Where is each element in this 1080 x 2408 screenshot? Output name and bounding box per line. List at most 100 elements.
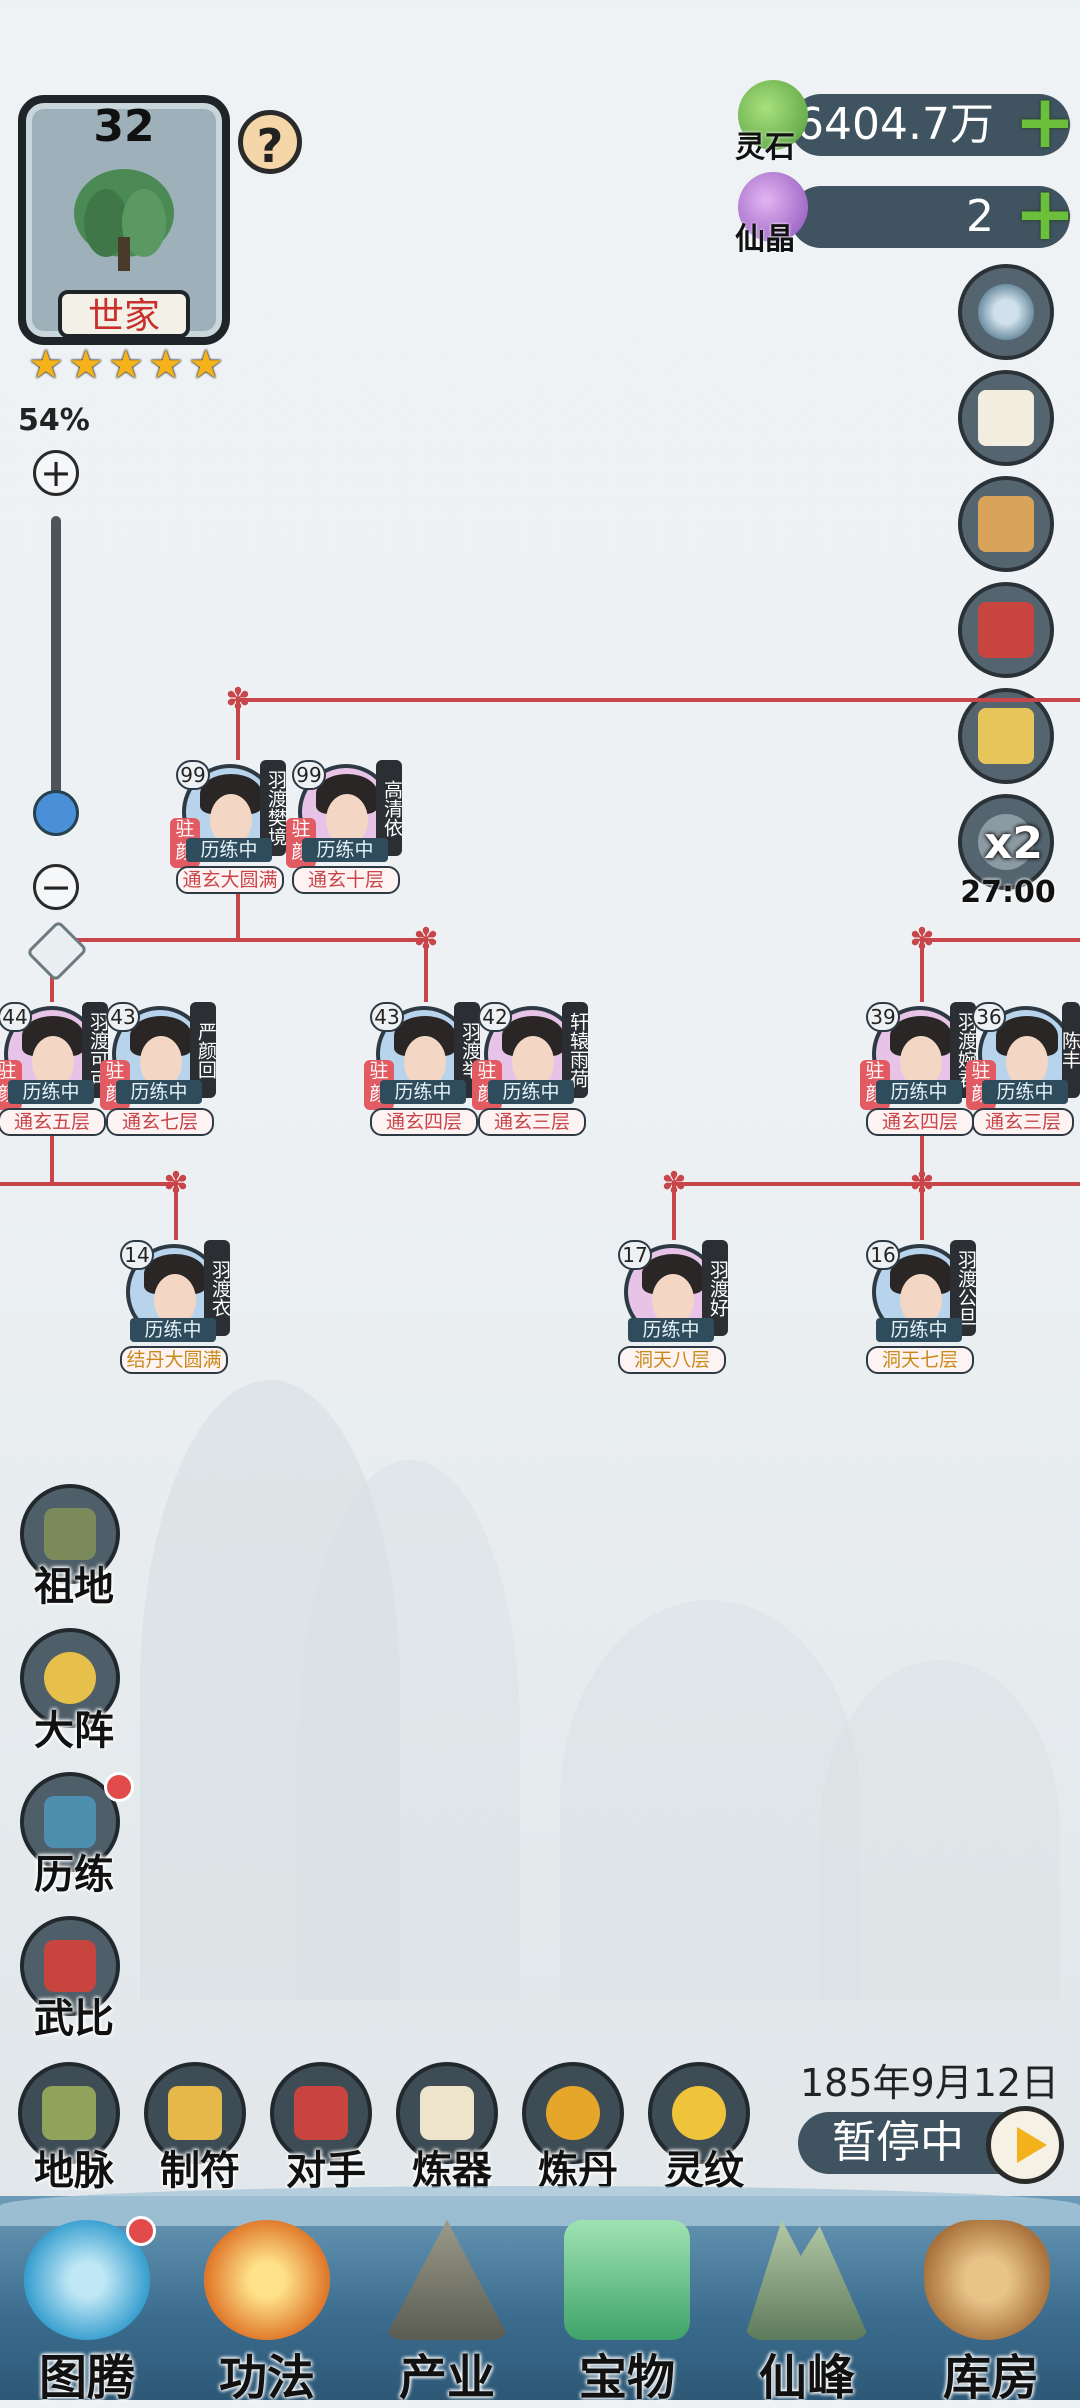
nav-industry[interactable]: 产业	[362, 2200, 532, 2406]
family-member-card[interactable]: 39 羽渡婉君 驻颜 历练中 通玄四层	[860, 1002, 977, 1142]
family-member-card[interactable]: 99 高清依 驻颜 历练中 通玄十层	[286, 760, 403, 900]
rival-button[interactable]: 对手	[270, 2062, 382, 2194]
tree-line	[236, 884, 240, 940]
ancestral-land-button[interactable]: 祖地	[20, 1484, 128, 1610]
member-status: 历练中	[116, 1080, 202, 1104]
help-button[interactable]: ?	[238, 110, 302, 174]
family-stars: ★ ★ ★ ★ ★	[28, 342, 226, 388]
crystal-label: 仙晶	[735, 222, 795, 257]
add-spirit-stone-button[interactable]: +	[1014, 79, 1077, 165]
crystal-value: 2	[966, 191, 994, 242]
member-status: 历练中	[628, 1318, 714, 1342]
talisman-button[interactable]: 制符	[144, 2062, 256, 2194]
scroll-icon	[978, 496, 1034, 552]
ley-line-button[interactable]: 地脉	[18, 2062, 130, 2194]
zoom-slider-thumb[interactable]	[33, 790, 79, 836]
add-crystal-button[interactable]: +	[1014, 171, 1077, 257]
play-button[interactable]	[986, 2106, 1064, 2184]
family-member-card[interactable]: 44 羽渡可可 驻颜 历练中 通玄五层	[0, 1002, 109, 1142]
zoom-slider-track[interactable]	[51, 516, 61, 836]
knot-icon: ✽	[225, 682, 251, 717]
ranking-button[interactable]	[958, 688, 1054, 784]
member-realm: 通玄大圆满	[176, 866, 284, 894]
zoom-out-button[interactable]: −	[33, 864, 79, 910]
letters-button[interactable]	[958, 370, 1054, 466]
member-realm: 通玄四层	[866, 1108, 974, 1136]
tree-line	[920, 938, 924, 1002]
locate-marker-icon[interactable]	[25, 919, 89, 983]
jade-artifact-icon	[564, 2220, 690, 2340]
mountain-hall-icon	[384, 2220, 510, 2340]
banner-icon	[978, 708, 1034, 764]
member-status: 历练中	[130, 1318, 216, 1342]
willow-tree-icon	[74, 169, 174, 271]
family-member-card[interactable]: 43 严颜回 驻颜 历练中 通玄七层	[100, 1002, 217, 1142]
member-name: 陈丰	[1059, 1002, 1080, 1098]
immortal-peak-icon	[744, 2220, 870, 2340]
speed-button[interactable]: x2	[958, 794, 1054, 890]
tree-line	[50, 938, 426, 942]
ley-line-label: 地脉	[34, 2148, 114, 2194]
bottom-nav	[0, 2196, 1080, 2400]
gate-icon	[20, 1772, 120, 1872]
formation-button[interactable]: 大阵	[20, 1628, 128, 1754]
member-level: 17	[618, 1240, 652, 1270]
tree-line	[672, 1182, 676, 1240]
knot-icon: ✽	[909, 922, 935, 957]
nav-storage[interactable]: 库房	[902, 2200, 1080, 2406]
family-crest[interactable]: 32 世家	[18, 95, 230, 345]
game-date: 185年9月12日	[800, 2061, 1060, 2105]
member-status: 历练中	[302, 838, 388, 862]
member-status: 历练中	[8, 1080, 94, 1104]
member-realm: 结丹大圆满	[120, 1346, 228, 1374]
member-status: 历练中	[186, 838, 272, 862]
nav-peak[interactable]: 仙峰	[722, 2200, 892, 2406]
spirit-pattern-button[interactable]: 灵纹	[648, 2062, 760, 2194]
training-button[interactable]: 历练	[20, 1772, 134, 1898]
rival-gate-icon	[270, 2062, 372, 2164]
forge-button[interactable]: 炼器	[396, 2062, 508, 2194]
formation-label: 大阵	[34, 1708, 114, 1754]
member-status: 历练中	[982, 1080, 1068, 1104]
gear-icon	[978, 284, 1034, 340]
knot-icon: ✽	[909, 1166, 935, 1201]
yin-yang-icon	[20, 1628, 120, 1728]
nav-skills[interactable]: 功法	[182, 2200, 352, 2406]
settings-button[interactable]	[958, 264, 1054, 360]
speed-clock-icon	[978, 814, 1034, 870]
alchemy-button[interactable]: 炼丹	[522, 2062, 634, 2194]
member-level: 44	[0, 1002, 32, 1032]
family-member-card[interactable]: 17 羽渡好 历练中 洞天八层	[618, 1240, 729, 1380]
nav-treasure[interactable]: 宝物	[542, 2200, 712, 2406]
zoom-in-button[interactable]: +	[33, 450, 79, 496]
knot-icon: ✽	[163, 1166, 189, 1201]
nav-totem[interactable]: 图腾	[2, 2200, 172, 2406]
family-member-card[interactable]: 43 羽渡举 驻颜 历练中 通玄四层	[364, 1002, 481, 1142]
tree-line	[920, 938, 1080, 942]
member-level: 99	[292, 760, 326, 790]
book-button[interactable]	[958, 582, 1054, 678]
family-member-card[interactable]: 99 羽渡樊境 驻颜 历练中 通玄大圆满	[170, 760, 287, 900]
tree-line	[236, 698, 240, 760]
member-realm: 洞天七层	[866, 1346, 974, 1374]
member-status: 历练中	[380, 1080, 466, 1104]
member-status: 历练中	[876, 1080, 962, 1104]
family-member-card[interactable]: 14 羽渡衣 历练中 结丹大圆满	[120, 1240, 231, 1380]
speed-multiplier: x2	[984, 818, 1043, 869]
member-level: 39	[866, 1002, 900, 1032]
tournament-button[interactable]: 武比	[20, 1916, 128, 2042]
member-level: 43	[106, 1002, 140, 1032]
status-tag: 驻颜	[860, 1060, 890, 1110]
scroll-button[interactable]	[958, 476, 1054, 572]
member-realm: 通玄三层	[972, 1108, 1074, 1136]
crystal-icon	[738, 172, 808, 242]
star-icon: ★	[108, 342, 144, 388]
family-member-card[interactable]: 16 羽渡公旦 历练中 洞天七层	[866, 1240, 977, 1380]
member-realm: 洞天八层	[618, 1346, 726, 1374]
flame-icon	[204, 2220, 330, 2340]
family-member-card[interactable]: 42 轩辕雨荷 驻颜 历练中 通玄三层	[472, 1002, 589, 1142]
zoom-percent: 54%	[18, 403, 90, 438]
family-member-card[interactable]: 36 陈丰 驻颜 历练中 通玄三层	[966, 1002, 1080, 1142]
nav-wave-decoration	[0, 2186, 1080, 2226]
spiral-icon	[648, 2062, 750, 2164]
